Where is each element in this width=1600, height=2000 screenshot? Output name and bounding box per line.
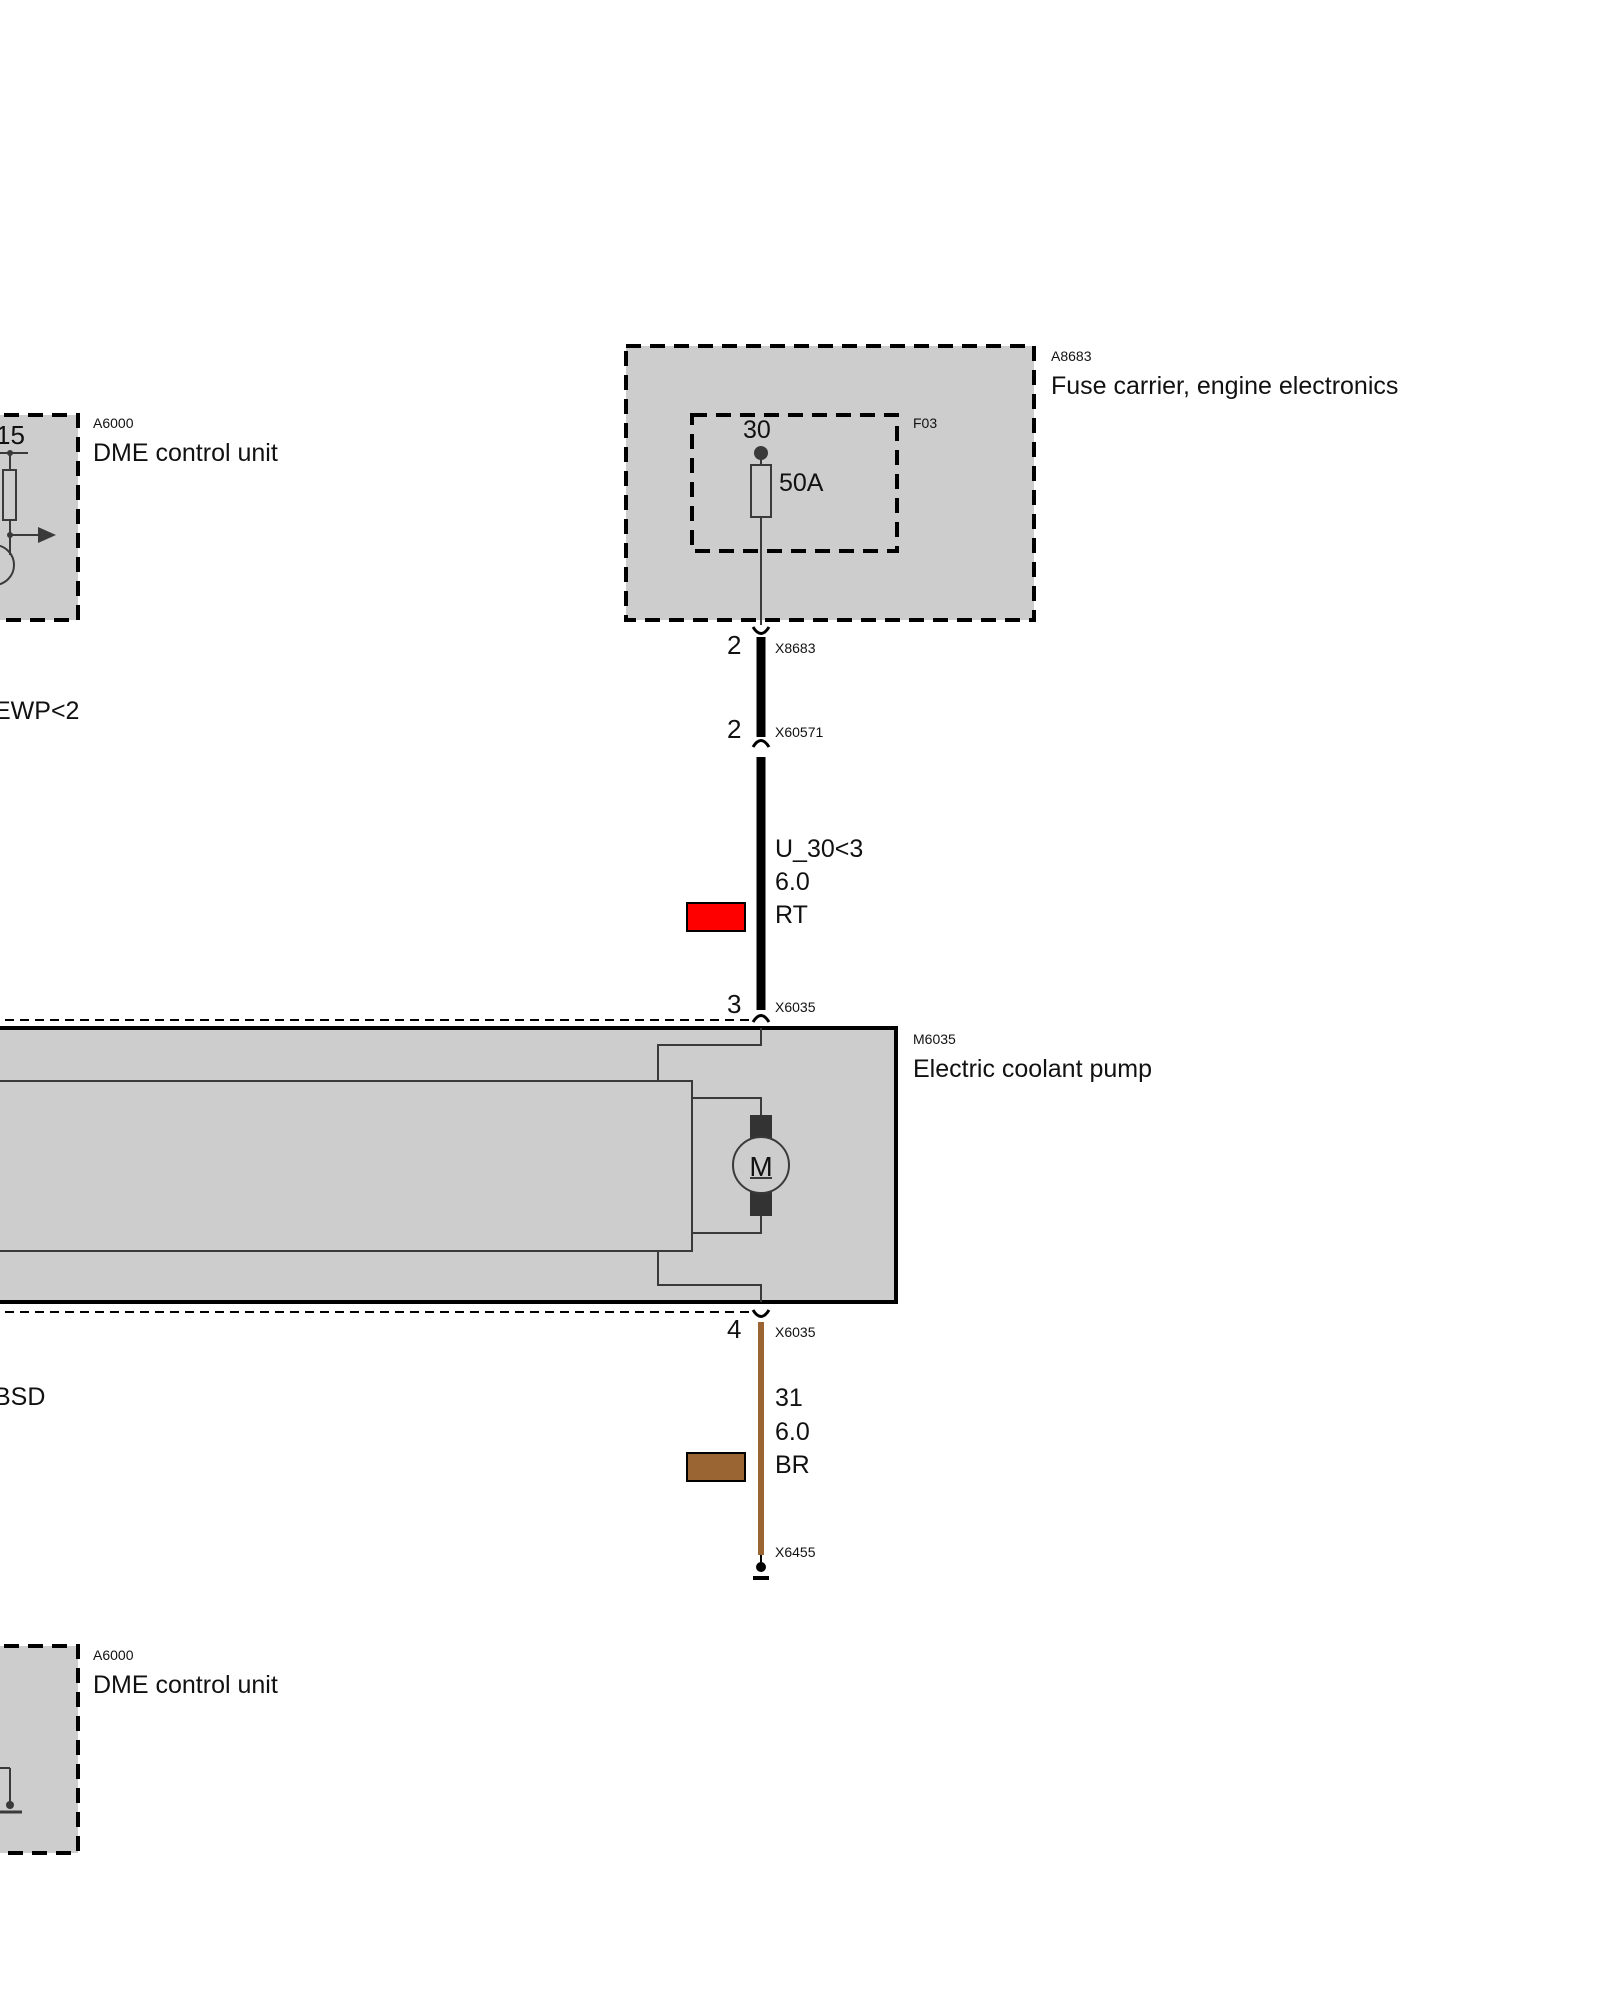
fuse-terminal-label: 30 <box>743 416 771 444</box>
ground-terminal-icon <box>756 1562 766 1572</box>
x60571-pin: 2 <box>727 714 741 744</box>
x60571-code: X60571 <box>775 724 823 740</box>
dme-bottom-box <box>0 1644 80 1855</box>
pump-code: M6035 <box>913 1031 956 1047</box>
ground-color-swatch <box>686 1452 746 1482</box>
x6035-top-code: X6035 <box>775 999 816 1015</box>
fuse-rating: 50A <box>779 469 824 497</box>
dme-top-name: DME control unit <box>93 439 278 467</box>
supply-gauge: 6.0 <box>775 868 810 896</box>
dme-top-box <box>0 413 80 622</box>
ground-wire <box>751 1309 771 1580</box>
motor-symbol: M <box>749 1151 772 1182</box>
supply-wire <box>751 626 771 1023</box>
dme-bottom-code: A6000 <box>93 1647 134 1663</box>
supply-signal: U_30<3 <box>775 835 863 863</box>
dme-bottom-name: DME control unit <box>93 1671 278 1699</box>
ground-color-code: BR <box>775 1451 810 1479</box>
fuse-carrier-name: Fuse carrier, engine electronics <box>1051 372 1398 400</box>
ground-signal: 31 <box>775 1384 803 1412</box>
dme-top-code: A6000 <box>93 415 134 431</box>
x8683-pin: 2 <box>727 630 741 660</box>
x6455-code: X6455 <box>775 1544 816 1560</box>
ground-gauge: 6.0 <box>775 1418 810 1446</box>
x8683-code: X8683 <box>775 640 816 656</box>
supply-color-code: RT <box>775 901 808 929</box>
fuse-icon <box>750 464 772 518</box>
fuse-code: F03 <box>913 415 937 431</box>
supply-color-swatch <box>686 902 746 932</box>
cut-left-top-signal: EWP<2 <box>0 697 79 725</box>
connector-x6035-top-icon <box>751 1014 771 1023</box>
fuse-carrier-code: A8683 <box>1051 348 1092 364</box>
x6035-bottom-code: X6035 <box>775 1324 816 1340</box>
x6035-top-pin: 3 <box>727 989 741 1019</box>
motor-icon <box>732 1115 790 1216</box>
pump-name: Electric coolant pump <box>913 1055 1152 1083</box>
dme-top-pin-label: 15 <box>0 420 25 450</box>
x6035-bottom-pin: 4 <box>727 1314 741 1344</box>
fuse-carrier-box <box>624 344 1036 625</box>
coolant-pump-box <box>0 1019 898 1313</box>
connector-x6035-bottom-icon <box>751 1309 771 1318</box>
connector-x60571-icon <box>751 739 771 748</box>
connector-x8683-icon <box>751 626 771 635</box>
cut-left-bottom-signal: BSD <box>0 1383 45 1411</box>
